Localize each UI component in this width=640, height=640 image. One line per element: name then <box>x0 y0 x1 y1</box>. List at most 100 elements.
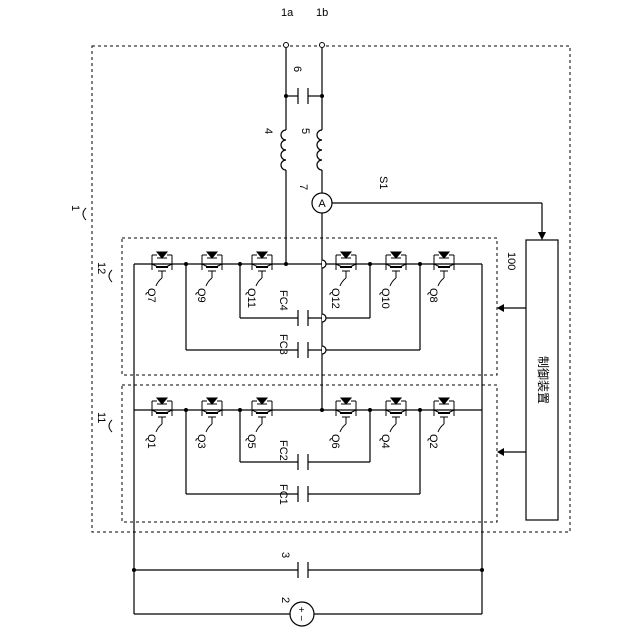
ref-stage12: 12 <box>95 262 107 274</box>
switch-label: Q1 <box>145 434 157 449</box>
junction-dot <box>284 94 288 98</box>
ref-source: 2 <box>279 597 291 603</box>
junction-dot <box>368 408 372 412</box>
junction-dot <box>368 262 372 266</box>
gate-lead <box>340 278 346 286</box>
wires <box>132 48 542 614</box>
diode-icon <box>391 252 401 258</box>
switch-label: Q11 <box>245 288 257 308</box>
terminal-1b-icon <box>320 43 325 48</box>
switch-q1: Q1 <box>145 398 172 449</box>
diode-icon <box>257 252 267 258</box>
junction-dot <box>132 568 136 572</box>
diode-icon <box>157 252 167 258</box>
gate-lead <box>390 424 396 432</box>
gate-arrow-icon <box>497 304 504 312</box>
switch-q7: Q7 <box>145 252 172 303</box>
terminal-1a-label: 1a <box>281 7 294 19</box>
junction-dot <box>238 408 242 412</box>
gate-lead <box>390 278 396 286</box>
switch-label: Q5 <box>245 434 257 449</box>
switch-q8: Q8 <box>427 252 454 303</box>
switch-label: Q2 <box>427 434 439 449</box>
ref-controller: 100 <box>505 252 517 270</box>
terminal-1a-icon <box>284 43 289 48</box>
junction-dot <box>480 568 484 572</box>
gate-lead <box>206 278 212 286</box>
ref-stage11: 11 <box>95 412 107 423</box>
stage12-frame <box>122 238 497 375</box>
switch-q2: Q2 <box>427 398 454 449</box>
components <box>281 88 546 578</box>
gate-lead <box>256 278 262 286</box>
ref-capacitor6: 6 <box>291 66 303 72</box>
switch-label: Q3 <box>195 434 207 449</box>
diode-icon <box>157 398 167 404</box>
ref-signal: S1 <box>377 176 389 189</box>
junction-dot <box>320 94 324 98</box>
junction-dot <box>418 262 422 266</box>
switch-q3: Q3 <box>195 398 222 449</box>
terminal-1b-label: 1b <box>316 7 328 19</box>
diode-icon <box>439 252 449 258</box>
inductor5-icon <box>317 130 322 170</box>
gate-lead <box>438 424 444 432</box>
switch-q4: Q4 <box>379 398 406 449</box>
ammeter-symbol: A <box>318 198 326 210</box>
switch-label: Q6 <box>329 434 341 449</box>
gate-lead <box>206 424 212 432</box>
diode-icon <box>207 398 217 404</box>
diode-icon <box>439 398 449 404</box>
fc4-label: FC4 <box>277 290 289 311</box>
switch-q11: Q11 <box>245 252 272 308</box>
wire-crossing <box>322 314 326 322</box>
inductor4-icon <box>281 130 286 170</box>
switch-label: Q10 <box>379 288 391 309</box>
junction-dot <box>320 408 324 412</box>
ref-stage11-leader <box>109 420 112 432</box>
ref-inductor4: 4 <box>262 128 274 134</box>
junction-dot <box>184 262 188 266</box>
controller-label: 制御装置 <box>536 356 551 404</box>
stage11-frame <box>122 385 497 522</box>
diode-icon <box>341 252 351 258</box>
ref-stage12-leader <box>109 270 112 282</box>
ref-capacitor3: 3 <box>279 552 291 558</box>
switch-label: Q4 <box>379 434 391 449</box>
fc3-label: FC3 <box>277 334 289 355</box>
ref-inductor5: 5 <box>299 128 311 134</box>
dc-source-polarity: + − <box>295 607 306 622</box>
signal-arrow-icon <box>538 232 546 240</box>
switch-label: Q12 <box>329 288 341 309</box>
switch-label: Q8 <box>427 288 439 303</box>
diode-icon <box>391 398 401 404</box>
gate-lead <box>340 424 346 432</box>
ref-ammeter: 7 <box>297 184 309 190</box>
switch-q10: Q10 <box>379 252 406 309</box>
fc2-label: FC2 <box>277 440 289 461</box>
gate-lead <box>156 424 162 432</box>
switch-label: Q9 <box>195 288 207 303</box>
switch-q12: Q12 <box>329 252 356 309</box>
junction-dot <box>184 408 188 412</box>
gate-lead <box>156 278 162 286</box>
diode-icon <box>207 252 217 258</box>
fc1-label: FC1 <box>277 484 289 505</box>
gate-arrow-icon <box>497 448 504 456</box>
junction-dot <box>284 262 288 266</box>
gate-lead <box>256 424 262 432</box>
wire-crossing <box>322 346 326 354</box>
switch-label: Q7 <box>145 288 157 303</box>
diode-icon <box>257 398 267 404</box>
switch-q9: Q9 <box>195 252 222 303</box>
switch-q5: Q5 <box>245 398 272 449</box>
junction-dot <box>238 262 242 266</box>
gate-lead <box>438 278 444 286</box>
wire-crossing <box>322 260 326 268</box>
junction-dot <box>418 408 422 412</box>
ref-system: 1 <box>69 205 81 211</box>
ref-system-leader <box>83 208 86 220</box>
switch-q6: Q6 <box>329 398 356 449</box>
diode-icon <box>341 398 351 404</box>
